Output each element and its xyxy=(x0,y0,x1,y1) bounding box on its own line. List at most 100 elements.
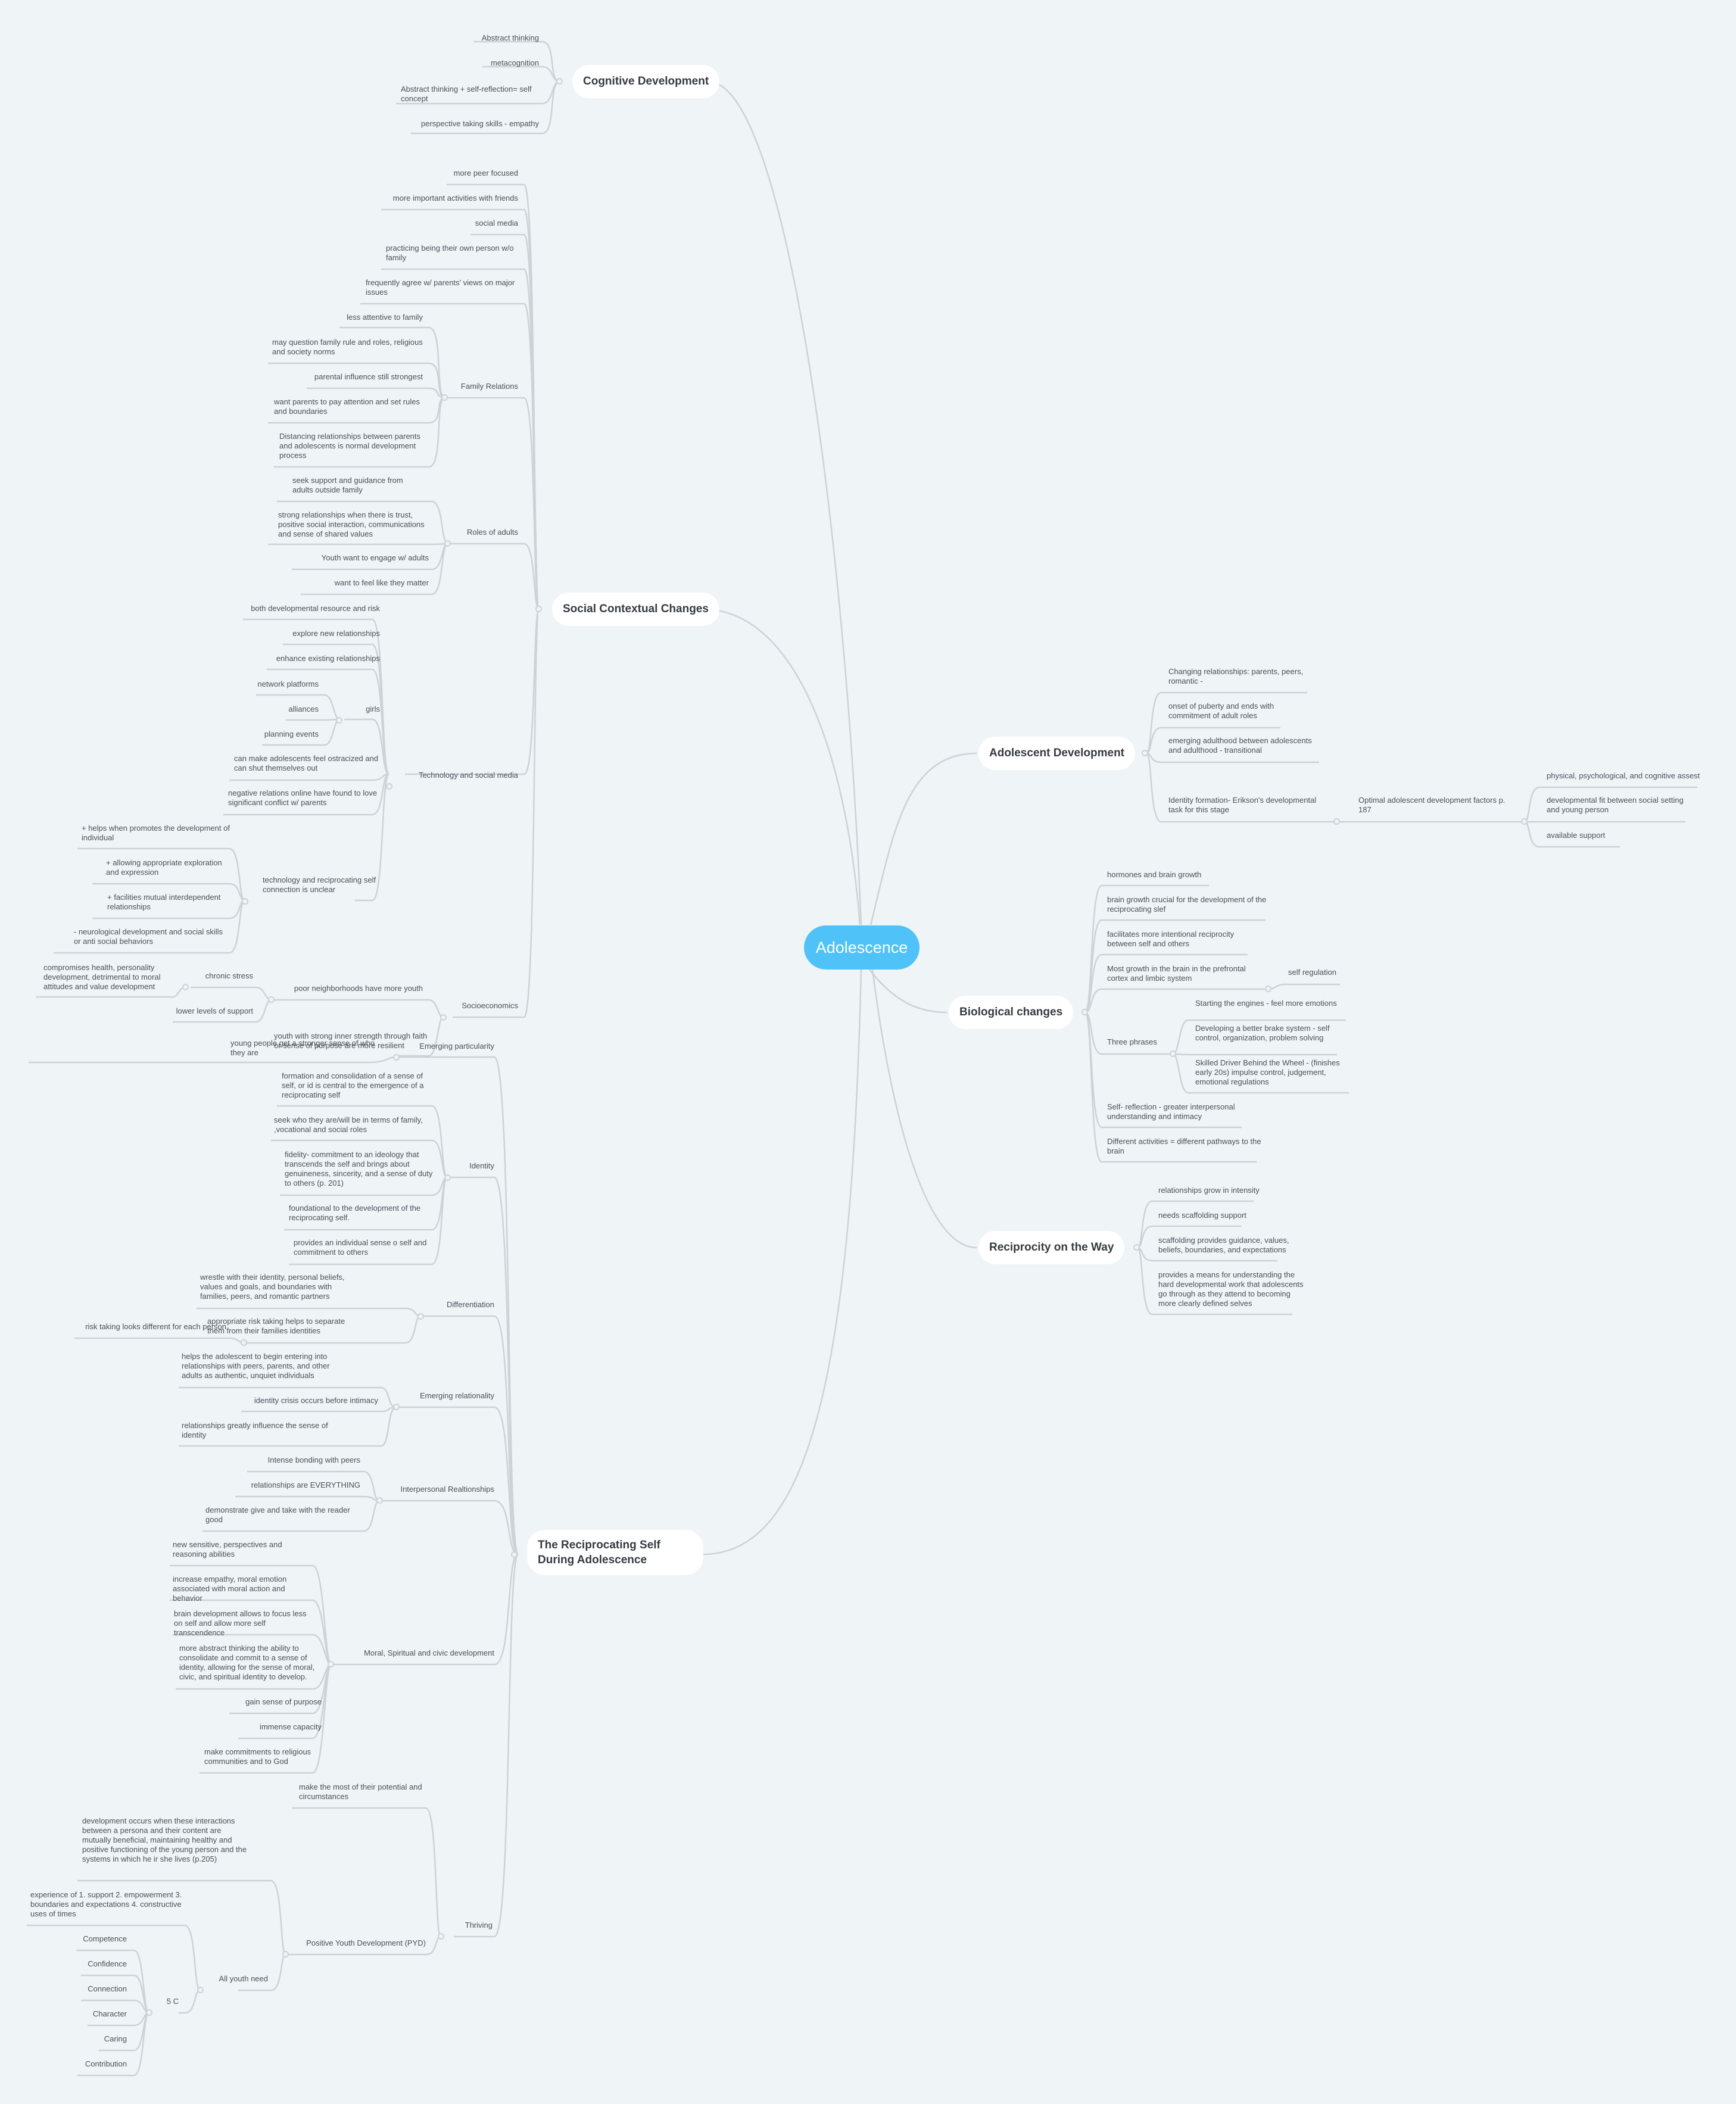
subtopic-moral-spiritual-civic[interactable]: Moral, Spiritual and civic development xyxy=(364,1648,494,1657)
leaf-node[interactable]: emerging adulthood between adolescents a… xyxy=(1168,736,1312,755)
collapse-knob[interactable] xyxy=(417,1313,424,1320)
leaf-node[interactable]: + allowing appropriate exploration and e… xyxy=(106,858,222,877)
leaf-node[interactable]: hormones and brain growth xyxy=(1107,870,1202,879)
leaf-node[interactable]: metacognition xyxy=(491,58,539,67)
collapse-knob[interactable] xyxy=(242,898,248,905)
subtopic-thriving[interactable]: Thriving xyxy=(465,1921,493,1930)
leaf-node[interactable]: - neurological development and social sk… xyxy=(74,927,223,946)
leaf-node[interactable]: risk taking looks different for each per… xyxy=(85,1322,226,1331)
leaf-node[interactable]: can make adolescents feel ostracized and… xyxy=(234,754,379,772)
subtopic-family-relations[interactable]: Family Relations xyxy=(460,382,518,391)
leaf-node[interactable]: explore new relationships xyxy=(292,629,380,638)
collapse-knob[interactable] xyxy=(197,1987,204,1993)
leaf-node[interactable]: scaffolding provides guidance, values, b… xyxy=(1158,1236,1289,1254)
collapse-knob[interactable] xyxy=(444,540,451,547)
leaf-node[interactable]: helps the adolescent to begin entering i… xyxy=(182,1352,330,1380)
leaf-node[interactable]: available support xyxy=(1547,831,1606,840)
leaf-node[interactable]: parental influence still strongest xyxy=(314,372,423,381)
subtopic-differentiation[interactable]: Differentiation xyxy=(447,1300,494,1309)
collapse-knob[interactable] xyxy=(393,1404,400,1410)
subtopic-three-phrases[interactable]: Three phrases xyxy=(1107,1037,1157,1046)
leaf-node[interactable]: identity crisis occurs before intimacy xyxy=(254,1396,378,1405)
leaf-node[interactable]: development occurs when these interactio… xyxy=(82,1816,247,1863)
collapse-knob[interactable] xyxy=(535,606,542,612)
leaf-node[interactable]: Changing relationships: parents, peers, … xyxy=(1168,667,1304,685)
leaf-node[interactable]: want to feel like they matter xyxy=(334,578,429,587)
leaf-node[interactable]: poor neighborhoods have more youth xyxy=(294,984,423,993)
leaf-node[interactable]: enhance existing relationships xyxy=(276,654,380,663)
collapse-knob[interactable] xyxy=(441,394,448,401)
leaf-node[interactable]: brain development allows to focus less o… xyxy=(174,1609,307,1637)
leaf-node[interactable]: perspective taking skills - empathy xyxy=(421,119,539,128)
leaf-node[interactable]: lower levels of support xyxy=(176,1006,253,1015)
leaf-node[interactable]: increase empathy, moral emotion associat… xyxy=(173,1575,287,1603)
collapse-knob[interactable] xyxy=(241,1339,247,1346)
leaf-node[interactable]: experience of 1. support 2. empowerment … xyxy=(30,1890,182,1918)
collapse-knob[interactable] xyxy=(1333,818,1340,825)
leaf-node[interactable]: demonstrate give and take with the reade… xyxy=(205,1505,350,1524)
leaf-node[interactable]: young people get a stronger sense of who… xyxy=(230,1039,375,1057)
leaf-node[interactable]: Contribution xyxy=(85,2059,127,2068)
leaf-node[interactable]: gain sense of purpose xyxy=(245,1697,322,1706)
subtopic-roles-of-adults[interactable]: Roles of adults xyxy=(467,528,518,537)
collapse-knob[interactable] xyxy=(1521,818,1528,825)
topic-reciprocity-on-the-way[interactable]: Reciprocity on the Way xyxy=(978,1231,1125,1264)
leaf-node[interactable]: planning events xyxy=(264,730,319,738)
leaf-node[interactable]: frequently agree w/ parents' views on ma… xyxy=(366,278,515,297)
leaf-node[interactable]: + helps when promotes the development of… xyxy=(82,824,230,842)
leaf-node[interactable]: Youth want to engage w/ adults xyxy=(321,553,429,562)
collapse-knob[interactable] xyxy=(444,1174,451,1181)
subtopic-all-youth-need[interactable]: All youth need xyxy=(219,1974,268,1983)
leaf-node[interactable]: seek who they are/will be in terms of fa… xyxy=(274,1115,423,1134)
collapse-knob[interactable] xyxy=(438,1933,444,1940)
leaf-node[interactable]: Intense bonding with peers xyxy=(267,1455,360,1464)
leaf-node[interactable]: brain growth crucial for the development… xyxy=(1107,895,1267,914)
leaf-node[interactable]: Abstract thinking + self-reflection= sel… xyxy=(401,85,532,103)
subtopic-socioeconomics[interactable]: Socioeconomics xyxy=(462,1001,518,1010)
collapse-knob[interactable] xyxy=(282,1951,289,1958)
collapse-knob[interactable] xyxy=(1265,986,1271,992)
subtopic-optimal-development-factors[interactable]: Optimal adolescent development factors p… xyxy=(1358,796,1506,814)
topic-social-contextual-changes[interactable]: Social Contextual Changes xyxy=(552,593,719,626)
leaf-node[interactable]: more peer focused xyxy=(453,169,518,177)
collapse-knob[interactable] xyxy=(376,1497,383,1504)
leaf-node[interactable]: formation and consolidation of a sense o… xyxy=(282,1071,424,1099)
subtopic-identity[interactable]: Identity xyxy=(469,1161,494,1170)
collapse-knob[interactable] xyxy=(336,717,342,724)
subtopic-emerging-relationality[interactable]: Emerging relationality xyxy=(419,1391,494,1400)
leaf-node[interactable]: Confidence xyxy=(88,1959,127,1968)
leaf-node[interactable]: less attentive to family xyxy=(347,313,423,322)
subtopic-positive-youth-development[interactable]: Positive Youth Development (PYD) xyxy=(306,1938,426,1947)
leaf-node[interactable]: compromises health, personality developm… xyxy=(43,963,161,991)
leaf-node[interactable]: negative relations online have found to … xyxy=(228,788,378,807)
leaf-node[interactable]: alliances xyxy=(288,705,319,713)
collapse-knob[interactable] xyxy=(1082,1009,1088,1015)
leaf-node[interactable]: developmental fit between social setting… xyxy=(1547,796,1684,814)
topic-cognitive-development[interactable]: Cognitive Development xyxy=(572,65,720,98)
leaf-node[interactable]: more abstract thinking the ability to co… xyxy=(179,1644,315,1681)
leaf-node[interactable]: Competence xyxy=(83,1934,127,1943)
leaf-node[interactable]: youth with strong inner strength through… xyxy=(274,1031,428,1050)
collapse-knob[interactable] xyxy=(393,1054,400,1061)
leaf-node[interactable]: Most growth in the brain in the prefront… xyxy=(1107,964,1246,983)
leaf-node[interactable]: make the most of their potential and cir… xyxy=(299,1782,422,1801)
collapse-knob[interactable] xyxy=(146,2009,152,2016)
leaf-node[interactable]: fidelity- commitment to an ideology that… xyxy=(285,1150,433,1187)
collapse-knob[interactable] xyxy=(268,996,275,1003)
leaf-node[interactable]: wrestle with their identity, personal be… xyxy=(200,1273,345,1301)
leaf-node[interactable]: needs scaffolding support xyxy=(1158,1211,1246,1220)
leaf-node[interactable]: want parents to pay attention and set ru… xyxy=(274,397,420,416)
topic-biological-changes[interactable]: Biological changes xyxy=(949,996,1074,1029)
leaf-node[interactable]: Abstract thinking xyxy=(481,33,539,42)
leaf-node[interactable]: chronic stress xyxy=(205,971,253,980)
leaf-node[interactable]: network platforms xyxy=(257,679,319,688)
root-node-adolescence[interactable]: Adolescence xyxy=(804,925,920,970)
collapse-knob[interactable] xyxy=(440,1014,447,1021)
subtopic-technology-social-media[interactable]: Technology and social media xyxy=(419,771,518,780)
leaf-node[interactable]: Distancing relationships between parents… xyxy=(279,432,421,460)
leaf-node[interactable]: make commitments to religious communitie… xyxy=(204,1747,311,1766)
leaf-node[interactable]: provides an individual sense o self and … xyxy=(294,1238,427,1257)
collapse-knob[interactable] xyxy=(1170,1051,1176,1057)
leaf-node[interactable]: provides a means for understanding the h… xyxy=(1158,1270,1304,1308)
leaf-node[interactable]: Connection xyxy=(88,1984,127,1993)
